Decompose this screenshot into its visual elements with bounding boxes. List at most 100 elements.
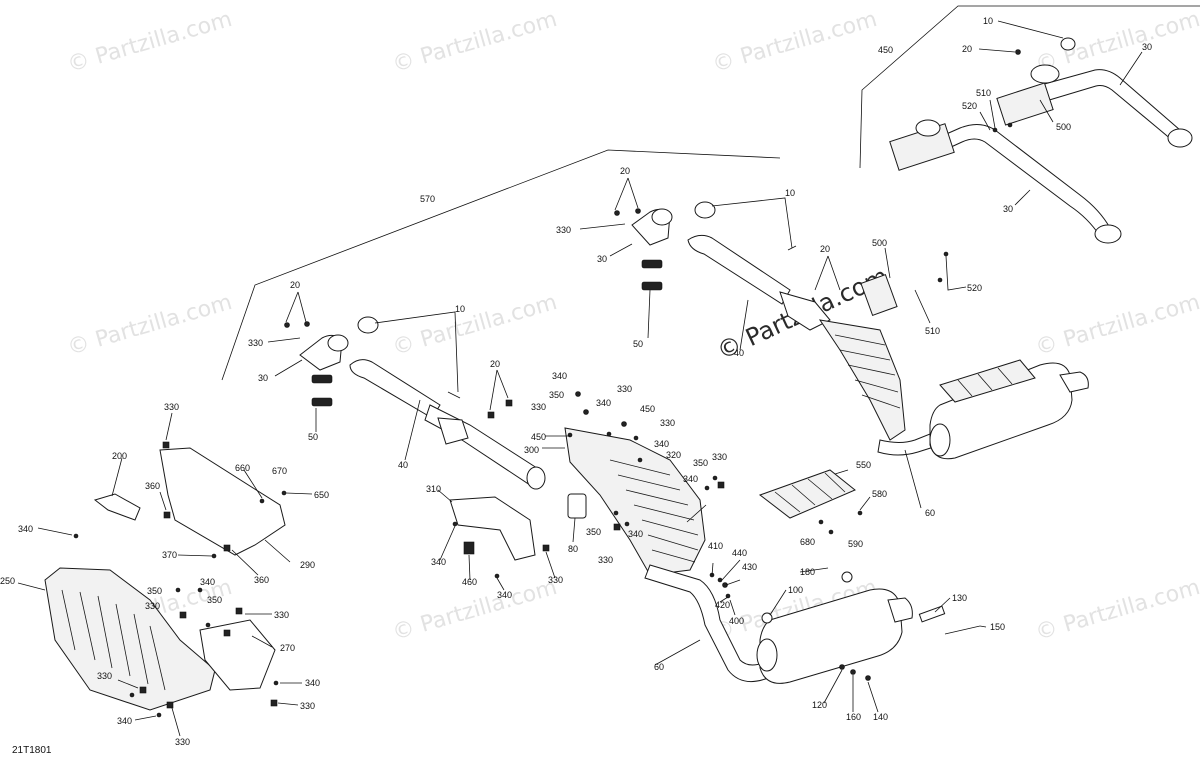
leader-line — [297, 291, 307, 323]
callout-label: 340 — [628, 529, 643, 539]
nut-330 — [179, 611, 187, 619]
lower-heat-shield — [44, 567, 279, 718]
callout-label: 570 — [420, 194, 435, 204]
callout-labels: 10 20 30 450 510 520 500 30 20 10 330 30… — [0, 16, 1152, 747]
bracket-500 — [860, 273, 898, 317]
washer-350 — [583, 409, 589, 415]
grille-plate — [758, 469, 856, 519]
nut-20 — [304, 321, 310, 327]
callout-label: 360 — [145, 481, 160, 491]
callout-label: 550 — [856, 460, 871, 470]
callout-label: 330 — [175, 737, 190, 747]
leader-line — [725, 579, 741, 586]
watermark: © Partzilla.com — [710, 7, 880, 78]
watermark: © Partzilla.com — [1033, 7, 1200, 78]
nut-20 — [505, 399, 513, 407]
nut-330 — [270, 699, 278, 707]
leader-line — [904, 449, 922, 509]
spring-50 — [641, 281, 663, 291]
callout-label: 340 — [305, 678, 320, 688]
callout-label: 660 — [235, 463, 250, 473]
bolt-340 — [73, 533, 79, 539]
plate-200 — [93, 493, 141, 521]
bolt-340 — [452, 521, 458, 527]
bolt-340 — [624, 521, 630, 527]
callout-label: 330 — [617, 384, 632, 394]
nut-330 — [613, 523, 621, 531]
callout-label: 340 — [497, 590, 512, 600]
nut-20 — [1015, 49, 1021, 55]
callout-label: 520 — [962, 101, 977, 111]
callout-label: 130 — [952, 593, 967, 603]
callout-label: 330 — [164, 402, 179, 412]
gasket-10 — [694, 201, 716, 219]
leader-line — [264, 539, 291, 563]
callout-label: 420 — [715, 600, 730, 610]
callout-label: 330 — [531, 402, 546, 412]
leader-line — [243, 469, 263, 499]
bolt-340 — [494, 573, 500, 579]
callout-label: 30 — [1003, 204, 1013, 214]
callout-label: 100 — [788, 585, 803, 595]
bolt-590 — [828, 529, 834, 535]
callout-label: 400 — [729, 616, 744, 626]
leader-line — [979, 625, 987, 628]
washer-160 — [850, 669, 856, 675]
callout-label: 340 — [596, 398, 611, 408]
bolt-370 — [211, 553, 217, 559]
leader-line — [654, 639, 701, 666]
diagram-code: 21T1801 — [12, 745, 52, 756]
callout-label: 340 — [117, 716, 132, 726]
leader-line — [1014, 189, 1031, 206]
bracket-500 — [996, 82, 1054, 126]
pipe-40-extension — [424, 404, 541, 486]
callout-label: 250 — [0, 576, 15, 586]
leader-line — [711, 197, 793, 249]
callout-label: 340 — [431, 557, 446, 567]
callout-label: 350 — [147, 586, 162, 596]
callout-label: 330 — [300, 701, 315, 711]
leader-line — [884, 247, 891, 279]
muffler-lower — [644, 564, 981, 684]
leader-line — [117, 679, 139, 689]
washer-510 — [937, 277, 943, 283]
muffler-body — [929, 362, 1073, 460]
callout-label: 340 — [200, 577, 215, 587]
pipe-kit-450 — [889, 37, 1193, 244]
watermark: © Partzilla.com — [65, 290, 235, 361]
callout-label: 40 — [734, 348, 744, 358]
leader-line — [374, 311, 459, 393]
callout-label: 30 — [1142, 42, 1152, 52]
center-nuts — [487, 399, 513, 419]
bolt-340 — [575, 391, 581, 397]
leader-line — [285, 492, 313, 495]
nut-330 — [235, 607, 243, 615]
exhaust-manifold-left — [284, 245, 797, 490]
callout-label: 180 — [800, 567, 815, 577]
leader-line — [251, 635, 273, 648]
bracket-570 — [221, 149, 781, 381]
leader-line — [989, 99, 996, 129]
muffler-outlet — [887, 597, 913, 623]
leader-line — [721, 559, 741, 581]
callout-label: 330 — [598, 555, 613, 565]
leader-line — [171, 707, 181, 737]
leader-line — [978, 48, 1016, 53]
leader-line — [439, 525, 456, 561]
callout-label: 310 — [426, 484, 441, 494]
washer-350 — [712, 475, 718, 481]
leader-line — [579, 223, 626, 230]
callout-label: 650 — [314, 490, 329, 500]
callout-label: 20 — [290, 280, 300, 290]
leader-line — [496, 369, 509, 399]
watermark: © Partzilla.com — [65, 7, 235, 78]
heat-shield-300 — [564, 427, 706, 576]
washer-350 — [613, 510, 619, 516]
callout-label: 20 — [820, 244, 830, 254]
bolt-580 — [857, 510, 863, 516]
leader-line — [614, 177, 629, 211]
leader-line — [489, 369, 498, 411]
leader-line — [799, 567, 829, 573]
heat-shield-block — [889, 123, 955, 171]
bolt-340 — [606, 431, 612, 437]
